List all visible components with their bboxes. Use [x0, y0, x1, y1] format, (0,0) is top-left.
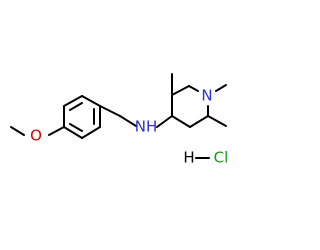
ring-methyl-right-bond: [207, 115, 227, 127]
ring-nitrogen-label: N: [201, 87, 212, 105]
methoxy-oxygen-label: O: [30, 127, 42, 145]
n-methyl-bond: [215, 84, 227, 92]
salt-chlorine-label: Cl: [214, 149, 229, 167]
ch2-amine-bond: [119, 115, 137, 127]
piperidine-bond-3: [188, 85, 199, 92]
amine-nitrogen-label: NH: [135, 118, 158, 136]
o-aryl-bond: [48, 126, 65, 136]
structure-diagram: O NH N H Cl: [10, 73, 229, 167]
molecule-structure: O NH N H Cl: [10, 73, 228, 167]
piperidine-bond-5: [189, 115, 209, 128]
amine-ring-bond: [156, 115, 173, 128]
benzene-inner-bond-1: [69, 102, 83, 111]
methyl-o-bond: [10, 126, 25, 136]
salt-hydrogen-label: H: [183, 149, 194, 167]
piperidine-bond-2: [171, 85, 190, 96]
aryl-ch2-bond: [99, 105, 121, 117]
benzene-bond-6: [63, 126, 83, 139]
piperidine-bond-6: [171, 115, 191, 128]
benzene-inner-bond-3: [69, 123, 83, 132]
atom-labels: O NH N H Cl: [30, 87, 228, 167]
benzene-bond-3: [81, 95, 101, 107]
bonds: [10, 73, 227, 159]
benzene-bond-2: [63, 95, 83, 107]
benzene-bond-5: [81, 126, 101, 139]
